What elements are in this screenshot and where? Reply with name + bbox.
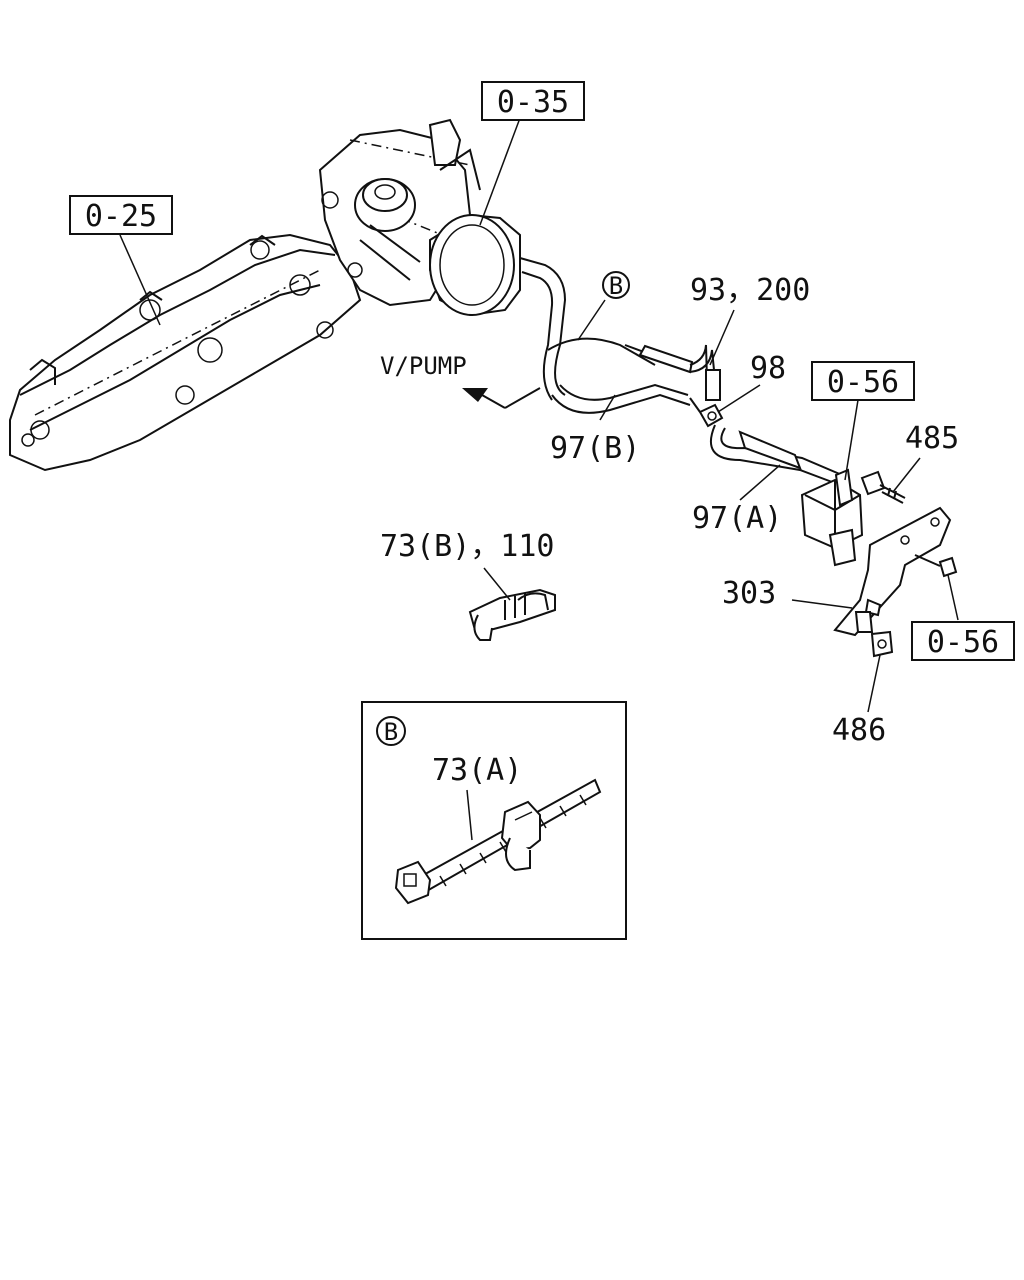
nut-486 xyxy=(854,611,894,658)
label-485: 485 xyxy=(905,421,959,456)
ref-box-0-56-bottom: 0-56 xyxy=(911,621,1015,661)
clip-73b xyxy=(468,588,556,641)
label-73a: 73(A) xyxy=(432,753,522,788)
ref-label-0-56-bottom: 0-56 xyxy=(927,625,999,660)
ref-box-0-25: 0-25 xyxy=(69,195,173,235)
bolt-485 xyxy=(860,470,906,504)
ref-label-0-35: 0-35 xyxy=(497,85,569,120)
label-93-200: 93，200 xyxy=(690,273,810,308)
callout-b: B xyxy=(602,271,630,300)
label-97b: 97(B) xyxy=(550,431,640,466)
leader-lines xyxy=(119,117,959,713)
detail-b-label: B xyxy=(384,718,398,746)
ref-box-0-56-top: 0-56 xyxy=(811,361,915,401)
label-98: 98 xyxy=(750,351,786,386)
label-303: 303 xyxy=(722,576,776,611)
intake-manifold xyxy=(9,233,362,472)
solenoid-valve xyxy=(800,468,864,567)
bracket xyxy=(833,506,952,637)
ref-label-0-25: 0-25 xyxy=(85,199,157,234)
ref-label-0-56-top: 0-56 xyxy=(827,365,899,400)
vacuum-hoses xyxy=(462,257,843,486)
throttle-body xyxy=(318,118,521,317)
label-97a: 97(A) xyxy=(692,501,782,536)
label-73b-110: 73(B)，110 xyxy=(380,529,555,564)
ref-box-0-35: 0-35 xyxy=(481,81,585,121)
label-486: 486 xyxy=(832,713,886,748)
detail-view-b: B 73(A) xyxy=(361,701,627,940)
callout-b-label: B xyxy=(609,272,623,300)
screw xyxy=(914,554,958,578)
label-v-pump: V/PUMP xyxy=(380,352,467,380)
